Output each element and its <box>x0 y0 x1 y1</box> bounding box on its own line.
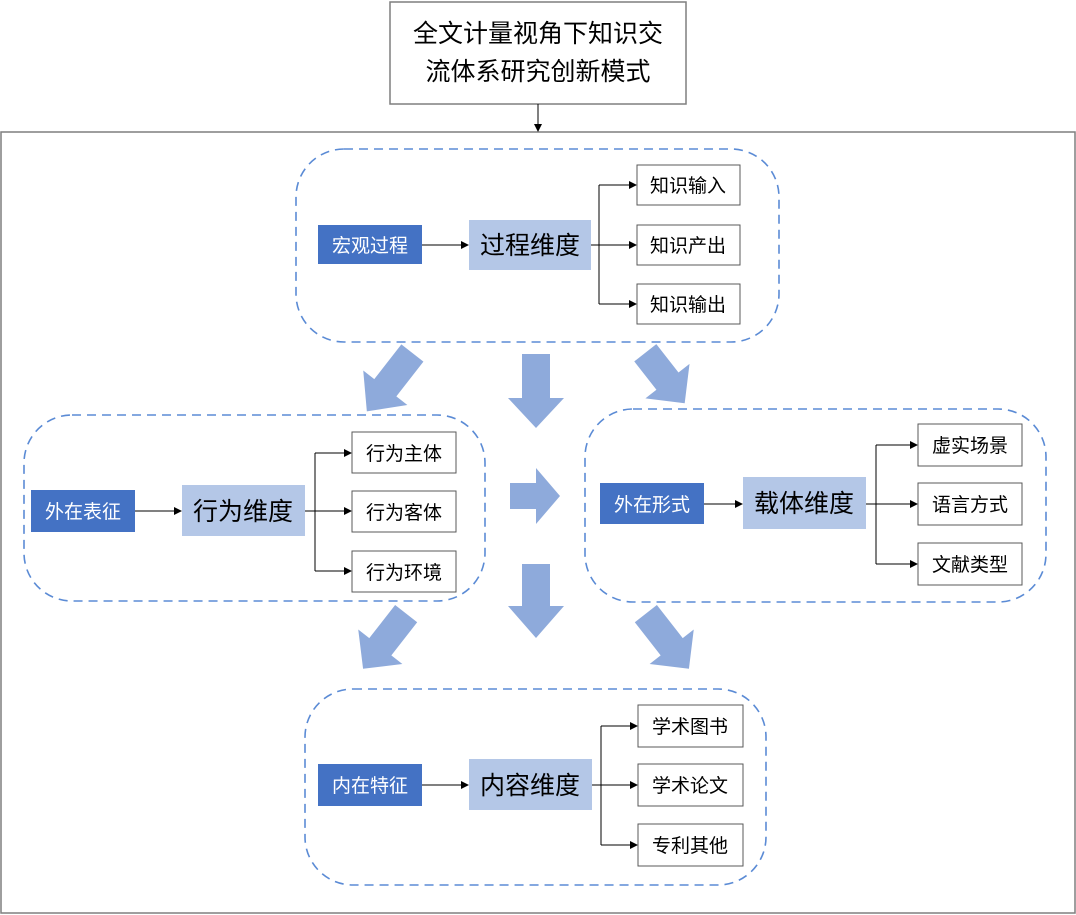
process-group: 宏观过程 过程维度 知识输入 知识产出 知识输出 <box>295 148 780 343</box>
content-item-box-1 <box>637 704 744 748</box>
title-line-2: 流体系研究创新模式 <box>425 57 650 86</box>
behavior-label-box <box>31 490 135 532</box>
behavior-dimension: 行为维度 <box>193 497 293 526</box>
process-dimension: 过程维度 <box>480 231 580 260</box>
arrow-carrier-to-content <box>634 605 694 669</box>
carrier-dimension: 载体维度 <box>754 489 854 518</box>
process-group-frame <box>295 148 780 343</box>
carrier-group-frame <box>584 408 1047 603</box>
process-item-box-3 <box>636 283 741 325</box>
content-group: 内在特征 内容维度 学术图书 学术论文 专利其他 <box>304 688 767 886</box>
arrow-behavior-to-content <box>358 605 418 669</box>
content-group-frame <box>304 688 767 886</box>
content-item-3: 专利其他 <box>652 835 728 857</box>
arrow-behavior-to-carrier <box>510 468 560 524</box>
process-item-3: 知识输出 <box>650 294 726 316</box>
carrier-item-2: 语言方式 <box>932 494 1008 516</box>
behavior-item-box-1 <box>351 431 457 474</box>
process-item-box-2 <box>636 224 741 266</box>
process-label: 宏观过程 <box>332 235 408 257</box>
behavior-item-2: 行为客体 <box>366 502 442 524</box>
behavior-item-box-3 <box>351 550 457 593</box>
arrow-process-to-carrier <box>634 344 690 404</box>
process-item-1: 知识输入 <box>650 175 726 197</box>
behavior-branch-line <box>305 453 316 571</box>
arrow-center-to-content <box>508 564 564 638</box>
content-label: 内在特征 <box>332 775 408 797</box>
process-item-box-1 <box>636 164 741 206</box>
carrier-item-box-1 <box>917 423 1023 467</box>
behavior-dimension-box <box>182 485 305 536</box>
content-item-1: 学术图书 <box>652 716 728 738</box>
carrier-dimension-box <box>743 477 866 529</box>
title-box <box>389 1 687 105</box>
behavior-group: 外在表征 行为维度 行为主体 行为客体 行为环境 <box>23 414 486 602</box>
carrier-item-box-2 <box>917 482 1023 526</box>
process-item-2: 知识产出 <box>650 235 726 257</box>
behavior-label: 外在表征 <box>45 501 121 523</box>
arrow-process-to-content <box>508 354 564 428</box>
behavior-item-3: 行为环境 <box>366 562 442 584</box>
carrier-item-1: 虚实场景 <box>932 435 1008 457</box>
arrow-process-to-behavior <box>363 344 424 412</box>
content-item-box-3 <box>637 823 744 867</box>
content-dimension: 内容维度 <box>480 771 580 800</box>
behavior-item-1: 行为主体 <box>366 443 442 465</box>
content-label-box <box>318 764 422 806</box>
behavior-item-box-2 <box>351 490 457 533</box>
carrier-label-box <box>600 483 704 524</box>
title-line-1: 全文计量视角下知识交 <box>413 19 663 48</box>
content-item-2: 学术论文 <box>652 775 728 797</box>
content-item-box-2 <box>637 763 744 807</box>
process-label-box <box>318 225 422 264</box>
behavior-group-frame <box>23 414 486 602</box>
carrier-item-box-3 <box>917 542 1023 586</box>
carrier-group: 外在形式 载体维度 虚实场景 语言方式 文献类型 <box>584 408 1047 603</box>
process-dimension-box <box>469 220 591 270</box>
content-dimension-box <box>469 759 592 810</box>
carrier-label: 外在形式 <box>614 494 690 516</box>
carrier-item-3: 文献类型 <box>932 554 1008 576</box>
